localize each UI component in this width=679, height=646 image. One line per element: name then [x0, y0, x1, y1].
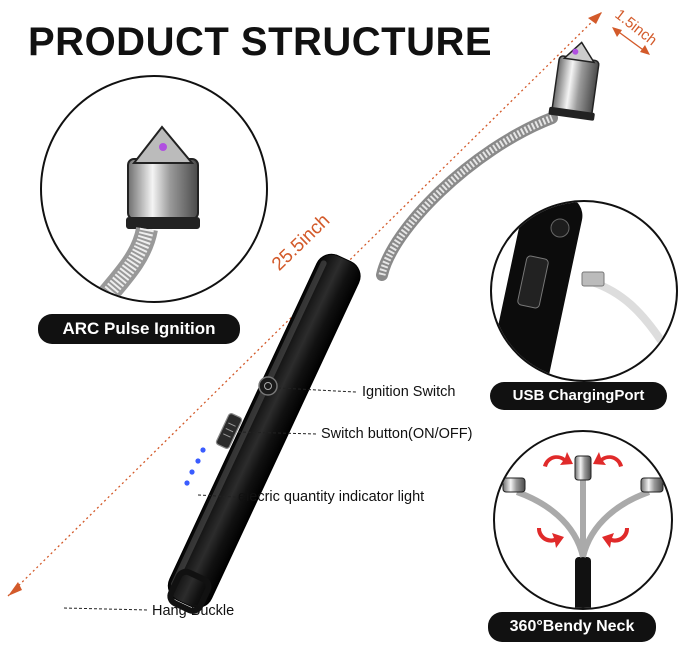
indicator-leds	[184, 447, 206, 486]
arc-icon	[159, 143, 167, 151]
page-title: PRODUCT STRUCTURE	[28, 20, 493, 64]
lighter-head	[548, 41, 600, 121]
usb-badge: USB ChargingPort	[490, 382, 667, 410]
indicator-light-label: elecric quantity indicator light	[238, 489, 425, 505]
arc-badge: ARC Pulse Ignition	[38, 314, 240, 344]
ignition-button	[258, 376, 278, 396]
width-dimension-line	[612, 27, 650, 55]
usb-detail-circle	[490, 200, 678, 382]
usb-port-illustration	[492, 202, 666, 380]
bendy-badge: 360°Bendy Neck	[488, 612, 656, 642]
switch-leader	[237, 431, 318, 435]
hang-buckle-label: Hang Buckle	[152, 603, 235, 619]
ignition-switch-label: Ignition Switch	[362, 384, 456, 400]
arc-detail-circle	[40, 75, 268, 303]
indicator-leader	[197, 494, 237, 498]
bendy-detail-circle	[493, 430, 673, 610]
power-icon	[550, 218, 570, 238]
buckle-leader	[63, 607, 149, 611]
flexible-neck	[376, 112, 558, 281]
switch-slider	[215, 413, 243, 449]
switch-button-label: Switch button(ON/OFF)	[321, 426, 473, 442]
rotation-arrow-icon	[536, 452, 630, 548]
arc-head-illustration	[93, 125, 200, 301]
bendy-neck-illustration	[502, 452, 664, 608]
ignition-leader	[277, 387, 357, 393]
lighter-handle	[167, 253, 361, 614]
